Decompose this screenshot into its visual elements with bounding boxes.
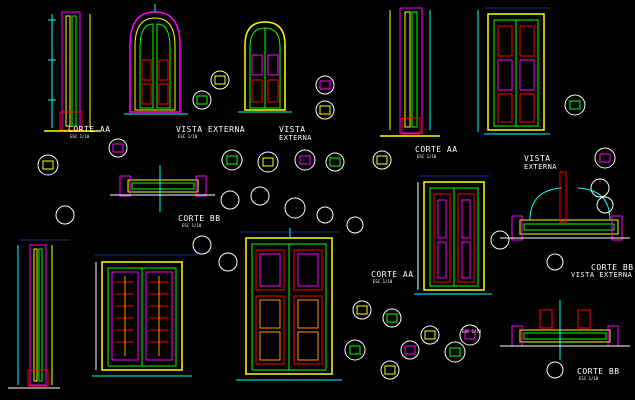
section-bb-detail-3 [500, 300, 630, 360]
label-scale-1: ESC 1/10 [70, 134, 90, 139]
label-scale-6: ESC 1/10 [462, 329, 482, 334]
arched-door-view-2 [238, 21, 292, 113]
label-corte-aa-1: CORTE AA [68, 125, 111, 134]
detail-circles-mid-left [55, 186, 364, 234]
label-corte-bb-2b: VISTA EXTERNA [571, 271, 633, 279]
label-vista-externa-2a: VISTA [279, 125, 306, 134]
label-scale-2: ESC 1/10 [178, 134, 198, 139]
detail-circles-right [490, 178, 614, 271]
detail-circle-fills-bottom [349, 305, 476, 375]
detail-circle-fills-top [42, 75, 611, 170]
section-aa-detail-1 [44, 11, 100, 132]
label-corte-aa-3: CORTE AA [371, 270, 414, 279]
detail-circles-top [37, 70, 616, 176]
double-door-view-2 [414, 181, 492, 295]
label-corte-aa-2: CORTE AA [415, 145, 458, 154]
section-aa-detail-3 [8, 244, 60, 389]
arched-door-view-1 [124, 4, 188, 115]
label-vista-externa-1: VISTA EXTERNA [176, 125, 246, 134]
label-scale-7: ESC 1/10 [579, 376, 599, 381]
grille-double-door-view [92, 261, 192, 377]
label-vista-externa-2b: EXTERNA [279, 134, 313, 142]
tall-door-view-1 [477, 10, 550, 135]
section-aa-detail-2 [380, 7, 440, 137]
label-vista-externa-3a: VISTA [524, 154, 551, 163]
label-vista-externa-3b: EXTERNA [524, 163, 558, 171]
label-corte-bb-2a: CORTE BB [591, 263, 634, 272]
section-bb-detail-2 [500, 171, 630, 241]
detail-circles-bottom [192, 235, 564, 380]
label-scale-4: ESC 1/10 [182, 223, 202, 228]
construction-lines [20, 7, 550, 256]
label-corte-bb-1: CORTE BB [178, 214, 221, 223]
label-corte-bb-3: CORTE BB [577, 367, 620, 376]
label-scale-3: ESC 1/10 [417, 154, 437, 159]
panel-double-door-view [236, 228, 342, 381]
section-bb-detail-1 [110, 165, 215, 212]
label-scale-5: ESC 1/10 [373, 279, 393, 284]
